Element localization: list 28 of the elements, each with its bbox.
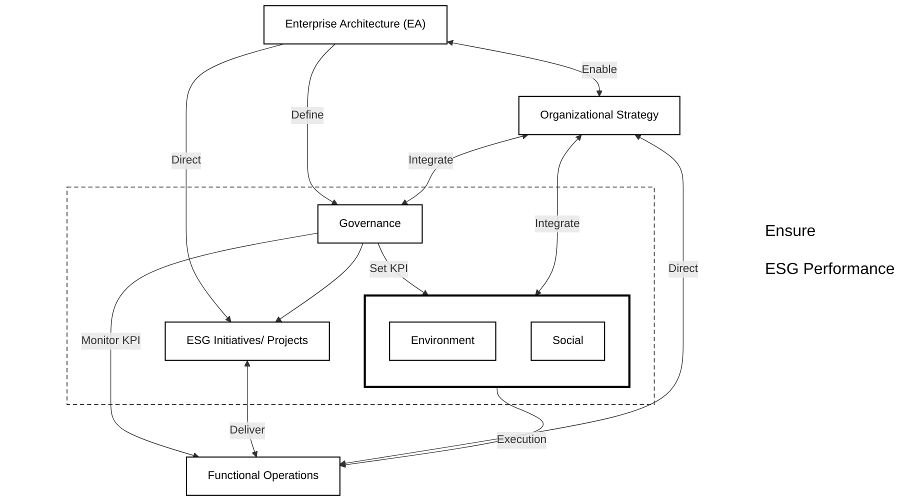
node-box: Functional Operations (186, 456, 340, 496)
arrow (186, 44, 284, 322)
edge-label: Deliver (230, 424, 265, 437)
arrow (307, 44, 338, 206)
node-box: Governance (317, 204, 423, 244)
cluster (364, 294, 630, 388)
edge-label: Integrate (535, 218, 580, 230)
arrow (535, 134, 582, 296)
arrow (340, 134, 684, 466)
arrow (275, 242, 364, 322)
node-box: ESG Initiatives/ Projects (164, 322, 330, 361)
arrow (447, 40, 602, 97)
note-label: ESG Performance (765, 260, 896, 278)
edge-label: Direct (668, 262, 698, 275)
edge-label: Set KPI (370, 262, 408, 275)
cluster (66, 186, 655, 405)
node-box: Enterprise Architecture (EA) (263, 5, 448, 44)
edge-label: Monitor KPI (81, 334, 140, 347)
node-box: Environment (389, 322, 496, 361)
edge-label: Integrate (408, 154, 454, 167)
edge-label: Define (291, 109, 324, 122)
node-box: Organizational Strategy (518, 96, 680, 136)
edge-label: Execution (496, 434, 547, 446)
note-label: Ensure (765, 222, 817, 240)
edge-label: Direct (171, 154, 201, 167)
arrow (401, 133, 528, 206)
node-box: Social (530, 322, 606, 361)
edge-label: Enable (582, 64, 618, 76)
